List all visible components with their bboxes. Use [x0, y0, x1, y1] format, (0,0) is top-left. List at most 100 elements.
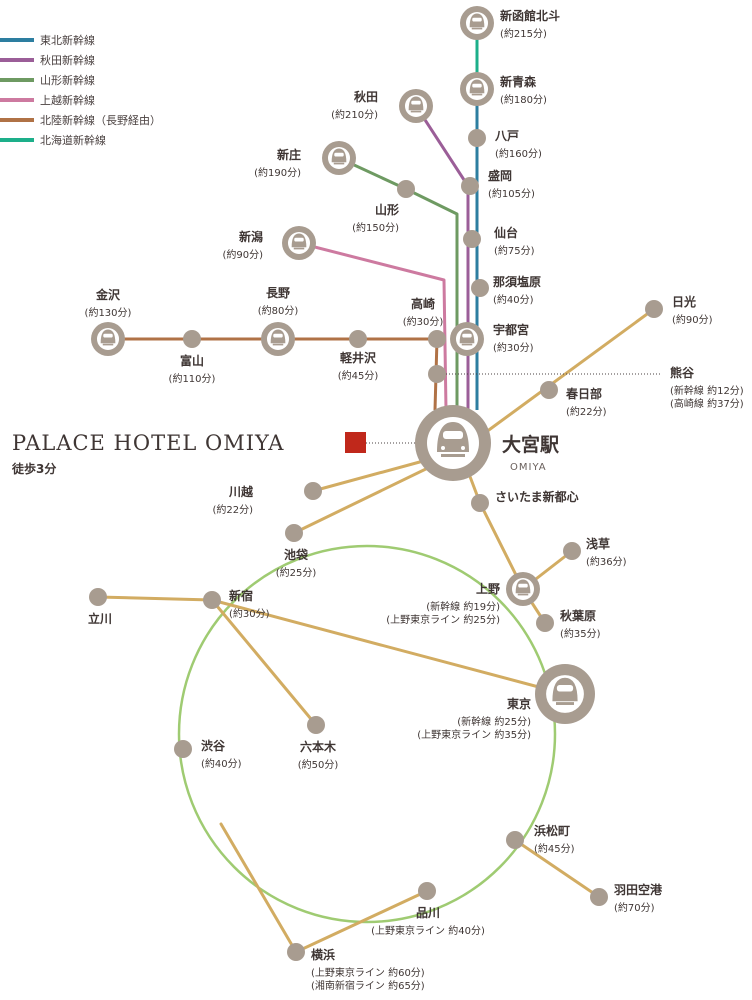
station-kawagoe: 川越(約22分)	[212, 482, 322, 516]
station-dot	[536, 614, 554, 632]
station-dot	[89, 588, 107, 606]
station-asakusa: 浅草(約36分)	[563, 536, 627, 568]
stations-layer: 新函館北斗 (約215分) 新青森(約180分) 八戸(約160分) 盛岡 (約105分)…	[85, 6, 744, 992]
station-niigata: 新潟(約90分)	[222, 226, 316, 261]
station-shinagawa: 品川(上野東京ライン 約40分)	[371, 882, 485, 937]
station-name: 宇都宮	[493, 322, 529, 337]
station-name: 日光	[672, 294, 696, 309]
station-shinaomori: 新青森(約180分)	[460, 72, 547, 106]
station-travel-time: (約25分)	[276, 566, 317, 579]
legend-label: 秋田新幹線	[40, 54, 95, 67]
station-travel-time: (約110分)	[169, 372, 216, 385]
station-akita: 秋田 (約210分)	[331, 89, 433, 123]
station-dot	[397, 180, 415, 198]
station-name: 渋谷	[201, 738, 226, 753]
station-name: 春日部	[565, 386, 602, 401]
station-travel-time: (上野東京ライン 約40分)	[371, 924, 485, 937]
station-dot	[463, 230, 481, 248]
station-name: 秋葉原	[560, 608, 596, 623]
station-nikko: 日光(約90分)	[645, 294, 713, 326]
station-name: 山形	[375, 202, 399, 217]
station-name: 新庄	[277, 147, 301, 162]
hub-english-name: OMIYA	[510, 462, 547, 473]
legend-label: 北海道新幹線	[40, 134, 106, 147]
station-travel-time: (約45分)	[534, 842, 575, 855]
station-travel-time: (約40分)	[493, 293, 534, 306]
station-dot	[428, 330, 446, 348]
legend-label: 山形新幹線	[40, 74, 95, 87]
station-name: 秋田	[354, 89, 378, 104]
station-ikebukuro: 池袋 (約25分)	[276, 524, 317, 579]
legend-label: 上越新幹線	[40, 94, 95, 107]
station-travel-time: (高崎線 約37分)	[670, 397, 744, 410]
station-name: 軽井沢	[340, 350, 377, 365]
station-travel-time: (新幹線 約25分)	[457, 715, 531, 728]
legend-swatch	[0, 58, 34, 62]
legend-label: 北陸新幹線（長野経由）	[40, 114, 161, 127]
station-travel-time: (約75分)	[494, 244, 535, 257]
station-dot	[418, 882, 436, 900]
station-akihabara: 秋葉原(約35分)	[536, 608, 601, 640]
station-dot	[590, 888, 608, 906]
station-dot	[287, 943, 305, 961]
station-saitamashintoshin: さいたま新都心	[471, 489, 579, 512]
station-kanazawa: 金沢(約130分)	[85, 287, 132, 356]
station-hamamatsucho: 浜松町(約45分)	[506, 823, 575, 855]
station-ueno: 上野(新幹線 約19分)(上野東京ライン 約25分)	[386, 572, 540, 626]
station-hachinohe: 八戸(約160分)	[468, 129, 542, 160]
station-sendai: 仙台(約75分)	[463, 225, 535, 257]
station-yamagata: 山形(約150分)	[352, 180, 415, 234]
station-dot	[645, 300, 663, 318]
shinkansen-train-icon	[404, 94, 428, 118]
station-karuizawa: 軽井沢(約45分)	[338, 330, 378, 382]
station-roppongi: 六本木(約50分)	[298, 716, 339, 771]
shinkansen-train-icon	[287, 231, 311, 255]
shinkansen-train-icon	[465, 77, 489, 101]
station-dot	[461, 177, 479, 195]
station-dot	[285, 524, 303, 542]
station-dot	[183, 330, 201, 348]
shinkansen-train-icon	[455, 327, 479, 351]
station-travel-time: (約36分)	[586, 555, 627, 568]
shinkansen-train-icon	[465, 11, 489, 35]
hotel-walk-time: 徒歩3分	[12, 462, 57, 476]
legend-swatch	[0, 78, 34, 82]
station-travel-time: (上野東京ライン 約35分)	[417, 728, 531, 741]
station-dot	[506, 831, 524, 849]
station-dot	[304, 482, 322, 500]
legend-swatch	[0, 118, 34, 122]
station-name: 横浜	[311, 947, 335, 962]
station-travel-time: (約160分)	[495, 147, 542, 160]
station-travel-time: (約190分)	[254, 166, 301, 179]
station-tokyo: 東京 (新幹線 約25分)(上野東京ライン 約35分)	[417, 664, 595, 741]
legend-swatch	[0, 38, 34, 42]
station-name: 那須塩原	[493, 274, 541, 289]
city-loop-line	[177, 544, 557, 924]
station-name: 池袋	[284, 547, 309, 562]
hub-name: 大宮駅	[502, 433, 560, 456]
station-name: 富山	[180, 353, 204, 368]
station-travel-time: (約22分)	[566, 405, 607, 418]
hotel-name: PALACE HOTEL OMIYA	[12, 431, 285, 455]
station-name: 盛岡	[488, 168, 512, 183]
station-travel-time: (約215分)	[500, 27, 547, 40]
station-name: 新青森	[500, 74, 537, 89]
station-travel-time: (約40分)	[201, 757, 242, 770]
shinkansen-train-icon	[327, 146, 351, 170]
station-dot	[203, 591, 221, 609]
station-tachikawa: 立川	[88, 588, 112, 626]
station-travel-time: (約30分)	[229, 607, 270, 620]
station-name: 羽田空港	[614, 882, 663, 897]
station-name: 東京	[507, 696, 531, 711]
station-travel-time: (約50分)	[298, 758, 339, 771]
station-travel-time: (約105分)	[488, 187, 535, 200]
station-takasaki: 高崎(約30分)	[403, 296, 446, 348]
station-name: 金沢	[95, 287, 121, 302]
station-dot	[471, 494, 489, 512]
station-travel-time: (新幹線 約12分)	[670, 384, 744, 397]
station-travel-time: (約210分)	[331, 108, 378, 121]
shinkansen-train-icon	[511, 577, 535, 601]
station-travel-time: (約70分)	[614, 901, 655, 914]
station-dot	[540, 381, 558, 399]
station-name: 新函館北斗	[500, 8, 560, 23]
